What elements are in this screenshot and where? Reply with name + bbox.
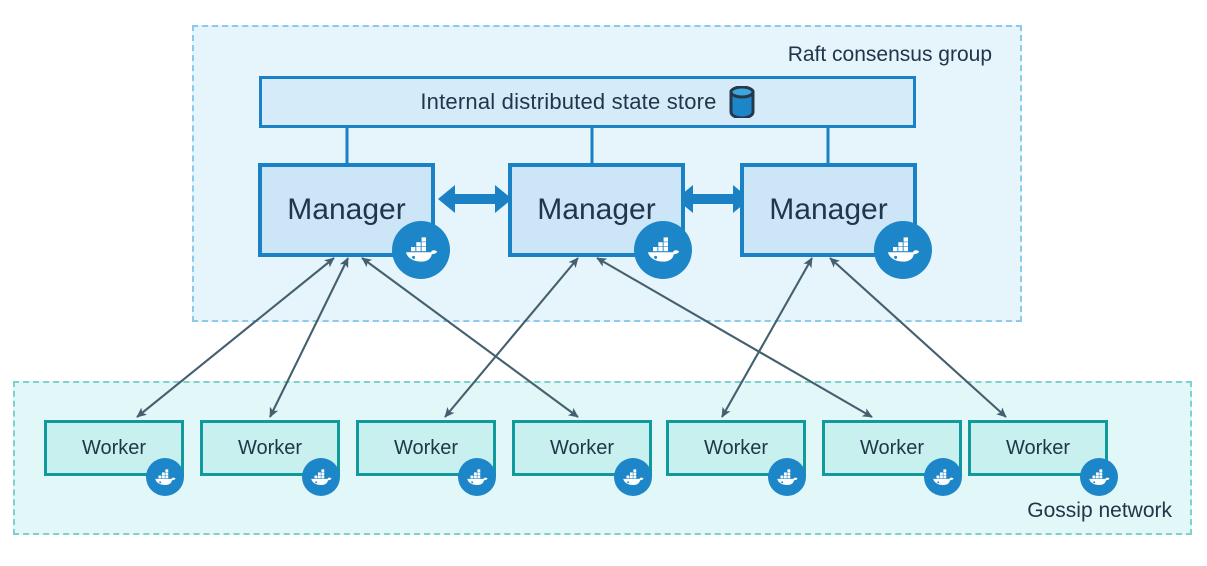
docker-whale-icon xyxy=(614,458,652,496)
manager-3-label: Manager xyxy=(769,193,888,226)
worker-2-label: Worker xyxy=(237,436,303,459)
docker-whale-icon xyxy=(924,458,962,496)
docker-whale-icon xyxy=(392,221,450,279)
node-state-store[interactable]: Internal distributed state store xyxy=(259,76,916,128)
docker-whale-icon xyxy=(458,458,496,496)
node-manager-1[interactable]: Manager xyxy=(258,163,435,257)
worker-1-label: Worker xyxy=(81,436,147,459)
state-store-content: Internal distributed state store xyxy=(420,86,755,118)
docker-whale-icon xyxy=(634,221,692,279)
node-worker-6[interactable]: Worker xyxy=(822,420,962,476)
worker-5-label: Worker xyxy=(703,436,769,459)
worker-7-label: Worker xyxy=(1005,436,1071,459)
docker-whale-icon xyxy=(768,458,806,496)
docker-whale-icon xyxy=(874,221,932,279)
manager-2-label: Manager xyxy=(537,193,656,226)
state-store-label: Internal distributed state store xyxy=(420,89,717,114)
docker-whale-icon xyxy=(1080,458,1118,496)
worker-6-label: Worker xyxy=(859,436,925,459)
group-label-raft: Raft consensus group xyxy=(787,43,992,66)
worker-4-label: Worker xyxy=(549,436,615,459)
manager-1-label: Manager xyxy=(287,193,406,226)
group-label-gossip: Gossip network xyxy=(1027,499,1172,522)
docker-whale-icon xyxy=(302,458,340,496)
worker-3-label: Worker xyxy=(393,436,459,459)
docker-whale-icon xyxy=(146,458,184,496)
database-cylinder-icon xyxy=(729,86,755,118)
